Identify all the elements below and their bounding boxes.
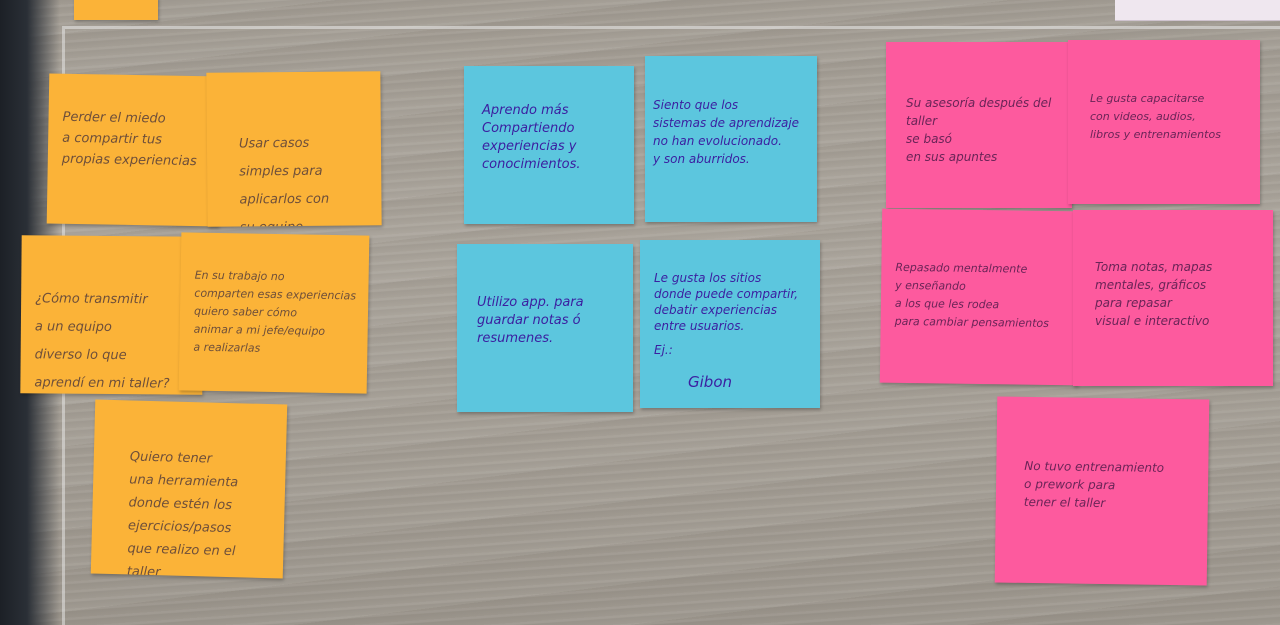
sticky-note-blue-4: Le gusta los sitios donde puede comparti…	[640, 240, 820, 408]
sticky-note-pink-1: Su asesoría después del taller se basó e…	[886, 42, 1072, 208]
sticky-note-pink-2: Le gusta capacitarse con videos, audios,…	[1068, 40, 1260, 204]
sticky-note-orange-4: En su trabajo no comparten esas experien…	[178, 232, 370, 394]
note-text: Aprendo más Compartiendo experiencias y …	[482, 103, 581, 172]
note-text: Le gusta capacitarse con videos, audios,…	[1090, 92, 1221, 141]
sticky-note-orange-3: ¿Cómo transmitir a un equipo diverso lo …	[20, 235, 204, 395]
note-example-label: Ej.:	[654, 343, 673, 357]
sticky-note-orange-partial	[74, 0, 158, 20]
sticky-note-pink-4: Toma notas, mapas mentales, gráficos par…	[1073, 210, 1273, 386]
note-text: Le gusta los sitios donde puede comparti…	[654, 271, 799, 333]
note-text: En su trabajo no comparten esas experien…	[193, 268, 357, 355]
note-text: No tuvo entrenamiento o prework para ten…	[1023, 458, 1165, 511]
sticky-note-blue-3: Utilizo app. para guardar notas ó resume…	[457, 244, 633, 412]
sticky-note-orange-2: Usar casos simples para aplicarlos con s…	[206, 71, 382, 227]
note-text: Toma notas, mapas mentales, gráficos par…	[1095, 260, 1213, 328]
sticky-note-pink-3: Repasado mentalmente y enseñando a los q…	[879, 208, 1081, 386]
sticky-note-blue-1: Aprendo más Compartiendo experiencias y …	[464, 66, 634, 224]
note-text: Quiero tener una herramienta donde estén…	[126, 449, 239, 579]
note-text: Usar casos simples para aplicarlos con s…	[238, 135, 330, 227]
note-text: Perder el miedo a compartir tus propias …	[61, 109, 197, 170]
sticky-note-orange-1: Perder el miedo a compartir tus propias …	[46, 73, 222, 227]
sticky-note-orange-5: Quiero tener una herramienta donde estén…	[90, 399, 288, 579]
paper-sheet-corner	[1115, 0, 1280, 21]
note-text: Utilizo app. para guardar notas ó resume…	[477, 295, 584, 346]
note-example-brand: Gibon	[688, 373, 732, 391]
note-text: Repasado mentalmente y enseñando a los q…	[894, 260, 1049, 330]
note-text: Siento que los sistemas de aprendizaje n…	[653, 98, 800, 166]
note-text: Su asesoría después del taller se basó e…	[906, 96, 1052, 164]
sticky-note-pink-5: No tuvo entrenamiento o prework para ten…	[994, 396, 1210, 586]
sticky-note-blue-2: Siento que los sistemas de aprendizaje n…	[645, 56, 817, 222]
note-text: ¿Cómo transmitir a un equipo diverso lo …	[34, 291, 170, 392]
